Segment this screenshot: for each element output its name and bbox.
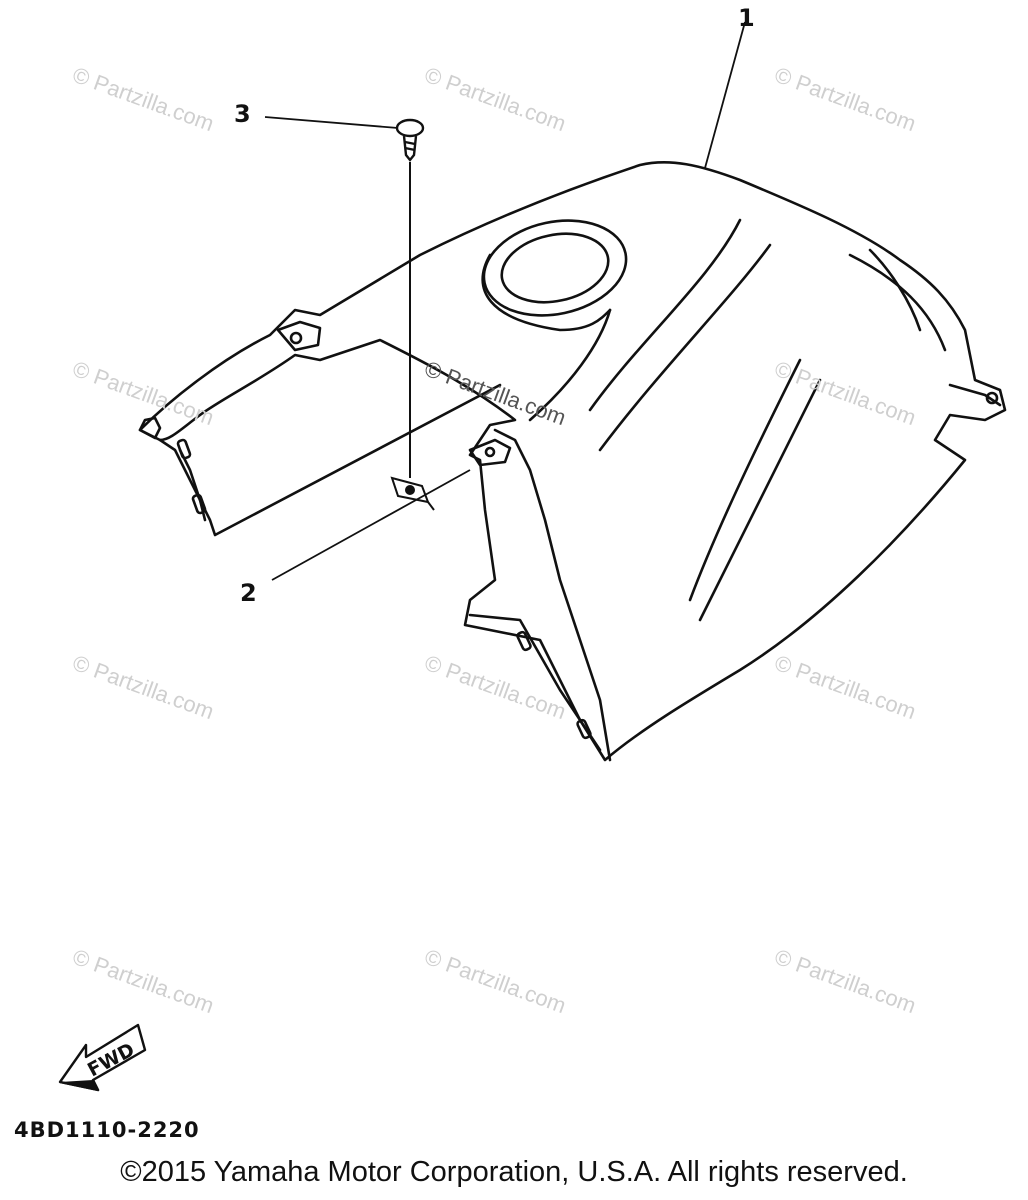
screw-part-3 [395, 118, 425, 162]
fuel-cap-opening [482, 219, 628, 317]
left-skirt [158, 383, 502, 537]
copyright-notice: ©2015 Yamaha Motor Corporation, U.S.A. A… [120, 1156, 908, 1188]
cover-outline [138, 160, 1007, 762]
right-mount-tab [468, 438, 512, 467]
diagram-code: 4BD1110-2220 [14, 1118, 200, 1142]
fwd-arrow [58, 1023, 147, 1092]
callout-1: 1 [738, 4, 755, 32]
left-mount-tab [276, 320, 322, 352]
callout-2: 2 [240, 579, 257, 607]
clip-nut-part-2 [390, 476, 435, 511]
right-skirt [493, 428, 612, 762]
leader-line-3 [264, 116, 399, 129]
leader-line-1 [704, 21, 746, 169]
callout-3: 3 [234, 100, 251, 128]
leader-line-2 [271, 469, 471, 581]
